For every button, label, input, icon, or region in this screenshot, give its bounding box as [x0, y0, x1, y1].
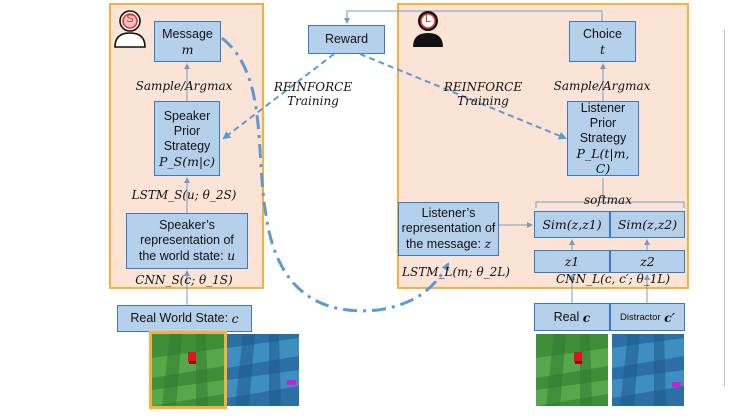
speaker-repr-box: Speaker’s representation of the world st…: [126, 213, 248, 269]
sim1-box: Sim(z,z1): [534, 211, 610, 238]
listener-repr-line2: representation of: [401, 221, 496, 235]
speaker-distractor-image: [227, 334, 299, 406]
listener-repr-box: Listener’s representation of the message…: [398, 202, 499, 256]
softmax-label: softmax: [584, 193, 632, 207]
listener-prior-line2: Prior: [589, 116, 617, 130]
z2-box: z2: [610, 250, 685, 273]
message-var: m: [181, 41, 194, 57]
speaker-lstm-label: LSTM_S(u; θ_2S): [131, 188, 237, 202]
real-target-var: c: [582, 309, 591, 325]
listener-distractor-image: [612, 334, 684, 406]
listener-sample-label: Sample/Argmax: [553, 79, 651, 93]
choice-title: Choice: [583, 26, 622, 41]
choice-box: Choice t: [569, 21, 636, 62]
page-edge-line: [724, 30, 725, 386]
listener-lstm-label: LSTM_L(m; θ_2L): [402, 265, 510, 279]
z2-label: z2: [640, 254, 655, 269]
speaker-repr-var: u: [227, 248, 236, 263]
sim2-box: Sim(z,z2): [610, 211, 685, 238]
listener-repr-line1: Listener’s: [421, 206, 476, 220]
sim2-label: Sim(z,z2): [617, 217, 678, 232]
real-world-state-text: Real World State:: [130, 311, 229, 325]
listener-prior-line1: Listener: [580, 101, 626, 115]
listener-prior-line3: Strategy: [579, 131, 627, 145]
reinforce-left-line1: REINFORCE: [273, 80, 353, 94]
reward-label: Reward: [324, 32, 369, 46]
speaker-cnn-label: CNN_S(c; θ_1S): [135, 273, 233, 287]
message-title: Message: [162, 26, 213, 41]
sim1-label: Sim(z,z1): [542, 217, 602, 232]
speaker-repr-line1: Speaker’s: [159, 218, 215, 232]
speaker-prior-line2: Prior: [173, 123, 201, 138]
real-target-box: Real c: [534, 303, 610, 331]
speaker-target-image: [149, 331, 227, 409]
distractor-box: Distractor c′: [610, 303, 685, 331]
speaker-repr-line3: the world state:: [138, 249, 224, 263]
real-world-state-box: Real World State: c: [117, 305, 252, 332]
listener-target-image: [536, 334, 608, 406]
listener-repr-var: z: [484, 236, 492, 251]
listener-repr-line3: the message:: [405, 237, 481, 251]
real-target-text: Real: [553, 309, 580, 324]
speaker-prior-line1: Speaker: [163, 108, 211, 123]
speaker-prior-formula: P_S(m|c): [158, 153, 216, 169]
message-box: Message m: [154, 21, 221, 62]
speaker-sample-label: Sample/Argmax: [135, 79, 233, 93]
distractor-text: Distractor: [619, 311, 661, 323]
speaker-avatar-icon: S: [112, 8, 148, 53]
speaker-prior-box: Speaker Prior Strategy P_S(m|c): [154, 101, 220, 176]
speaker-prior-line3: Strategy: [163, 138, 211, 153]
listener-prior-box: Listener Prior Strategy P_L(t|m, C): [567, 101, 639, 176]
listener-prior-formula: P_L(t|m, C): [576, 146, 630, 176]
listener-avatar-letter: L: [424, 13, 432, 25]
choice-var: t: [599, 41, 606, 57]
distractor-var: c′: [664, 309, 676, 325]
real-world-state-var: c: [231, 311, 239, 326]
reinforce-right-line2: Training: [457, 94, 509, 108]
z1-label: z1: [564, 254, 580, 269]
z1-box: z1: [534, 250, 610, 273]
speaker-avatar-letter: S: [126, 13, 134, 25]
reinforce-left-line2: Training: [287, 94, 339, 108]
reward-box: Reward: [308, 25, 385, 54]
listener-avatar-icon: L: [410, 8, 446, 53]
listener-cnn-label: CNN_L(c, c′; θ_1L): [556, 272, 670, 286]
reinforce-right-line1: REINFORCE: [443, 80, 523, 94]
reinforce-right-label: REINFORCE Training: [440, 80, 526, 108]
reinforce-left-label: REINFORCE Training: [270, 80, 356, 108]
speaker-repr-line2: representation of: [140, 233, 234, 247]
